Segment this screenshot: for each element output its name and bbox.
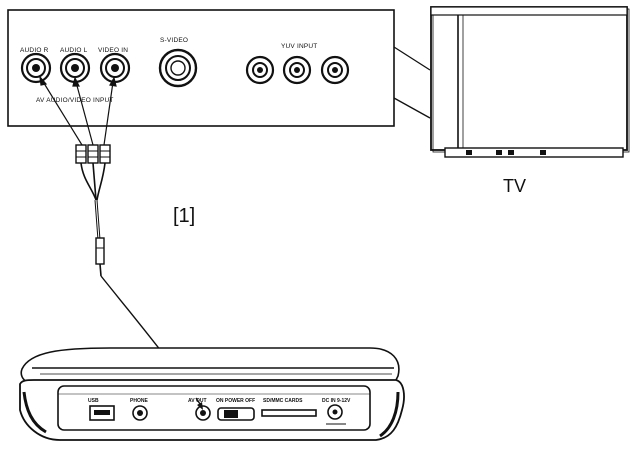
- audio-l-jack: [59, 52, 91, 84]
- rca-plug-white: [87, 144, 99, 164]
- video-in-jack: [99, 52, 131, 84]
- connection-arrows: [39, 75, 117, 146]
- rca-plug-red: [75, 144, 87, 164]
- tv-illustration: [430, 6, 630, 158]
- audio-r-jack: [20, 52, 52, 84]
- yuv-input-label: YUV INPUT: [281, 43, 317, 50]
- s-video-jack: [158, 48, 198, 88]
- yuv-y-jack: [245, 55, 275, 85]
- phone-label: PHONE: [130, 398, 148, 404]
- card-label: SD/MMC CARDS: [263, 398, 303, 404]
- s-video-label: S-VIDEO: [160, 37, 188, 44]
- power-label: ON POWER OFF: [216, 398, 255, 404]
- portable-player: USB PHONE AV OUT ON POWER OFF SD/MMC CAR…: [19, 347, 405, 441]
- yuv-v-jack: [320, 55, 350, 85]
- usb-label: USB: [88, 398, 99, 404]
- dc-in-label: DC IN 9-12V: [322, 398, 351, 404]
- step-label: [1]: [173, 205, 195, 227]
- rca-plug-yellow: [99, 144, 111, 164]
- audio-l-label: AUDIO L: [60, 47, 88, 54]
- yuv-u-jack: [282, 55, 312, 85]
- av-input-group-label: AV AUDIO/VIDEO INPUT: [36, 97, 114, 104]
- video-in-label: VIDEO IN: [98, 47, 128, 54]
- tv-back-panel: AUDIO R AUDIO L VIDEO IN S-VIDEO YUV INP…: [7, 9, 395, 127]
- tv-label: TV: [503, 176, 526, 196]
- av-out-arrow: [195, 397, 203, 410]
- zoom-callout: [393, 46, 431, 119]
- audio-r-label: AUDIO R: [20, 47, 49, 54]
